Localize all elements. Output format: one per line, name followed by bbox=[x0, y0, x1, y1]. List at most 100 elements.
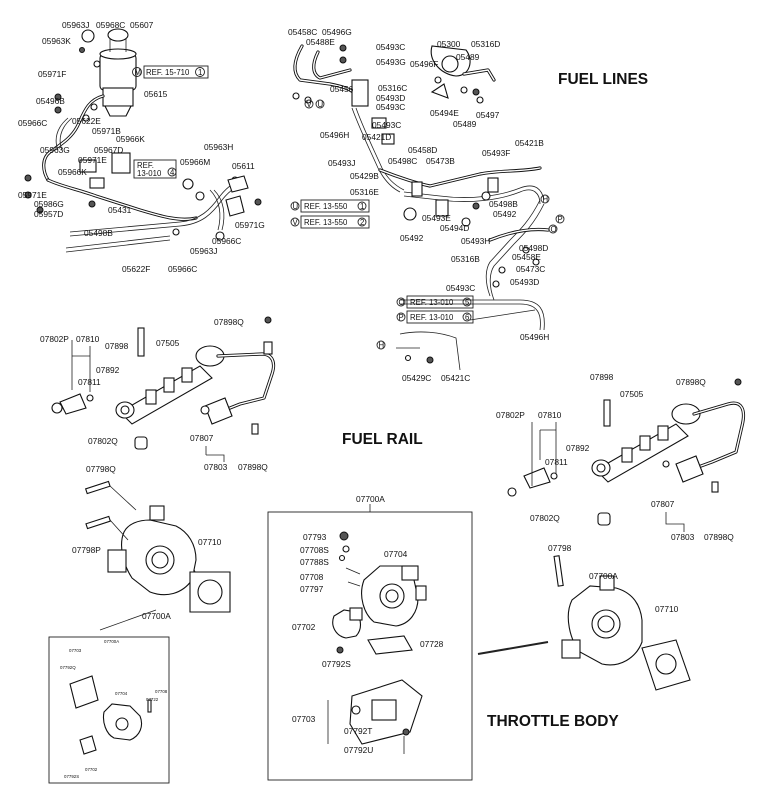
part-label: 05493H bbox=[461, 236, 490, 246]
throttle-inset-box: 07700A 07703 07792Q 07704 07708 07722 07… bbox=[48, 636, 170, 784]
part-label: 07792T bbox=[344, 726, 372, 736]
part-label: 05489 bbox=[453, 119, 477, 129]
part-label: 05496F bbox=[410, 59, 438, 69]
ref-marker-m: M bbox=[135, 68, 142, 77]
part-label: 07802P bbox=[496, 410, 525, 420]
ref-13-010-5-text: REF. 13-010 bbox=[410, 298, 454, 307]
part-label: 05498C bbox=[388, 156, 417, 166]
part-label: 07898Q bbox=[676, 377, 706, 387]
part-label: 05971E bbox=[78, 155, 107, 165]
part-label: 05493C bbox=[446, 283, 475, 293]
part-label: 05963H bbox=[204, 142, 233, 152]
part-label: 05421D bbox=[362, 132, 391, 142]
part-label: 07700A bbox=[142, 611, 171, 621]
part-label: 05968C bbox=[96, 20, 125, 30]
ref-13-010-4-line1: REF. bbox=[137, 161, 154, 170]
part-label: 05622E bbox=[72, 116, 101, 126]
part-label: 05421B bbox=[515, 138, 544, 148]
throttle-body-left-labels: 07798Q 07798P 07710 07700A bbox=[72, 464, 222, 631]
ref-13-550-1-circle: 1 bbox=[360, 202, 364, 211]
part-label: 07704 bbox=[115, 691, 128, 696]
part-label: 07810 bbox=[538, 410, 562, 420]
part-label: 05611 bbox=[232, 161, 255, 171]
part-label: 07505 bbox=[156, 338, 180, 348]
part-label: 05498B bbox=[84, 228, 113, 238]
fuel-lines-right-labels: 05458C 05496G 05488E 05493C 05493G 05300… bbox=[288, 27, 549, 383]
part-label: 05497 bbox=[476, 110, 500, 120]
ref-15-710-callout: M REF. 15-710 1 bbox=[132, 65, 209, 79]
part-label: 07700A bbox=[356, 494, 385, 504]
ref-13-010-6-text: REF. 13-010 bbox=[410, 313, 454, 322]
fuel-lines-right-drawing bbox=[292, 44, 550, 371]
part-label: 05429B bbox=[350, 171, 379, 181]
part-label: 05493J bbox=[328, 158, 355, 168]
ref-13-550-2-text: REF. 13-550 bbox=[304, 218, 348, 227]
part-label: 07892 bbox=[566, 443, 590, 453]
part-label: 05488E bbox=[306, 37, 335, 47]
part-label: 05963J bbox=[190, 246, 217, 256]
part-label: 07704 bbox=[384, 549, 408, 559]
fuel-rail-right-labels: 07898 07505 07898Q 07802P 07810 07892 07… bbox=[496, 372, 734, 542]
part-label: 05456 bbox=[330, 84, 354, 94]
throttle-body-right-drawing bbox=[553, 555, 691, 691]
part-label: 07728 bbox=[420, 639, 444, 649]
part-label: 05458D bbox=[408, 145, 437, 155]
part-label: 05489 bbox=[456, 52, 480, 62]
part-label: 05458C bbox=[288, 27, 317, 37]
part-label: 07505 bbox=[620, 389, 644, 399]
part-label: 05493G bbox=[376, 57, 406, 67]
part-label: 05496B bbox=[36, 96, 65, 106]
fuel-lines-left-labels: 05963J 05968C 05607 05963K 05971F 05615 … bbox=[18, 20, 265, 274]
ref-15-710-text: REF. 15-710 bbox=[146, 68, 190, 77]
part-label: 07892 bbox=[96, 365, 120, 375]
part-label: 07807 bbox=[190, 433, 214, 443]
marker-o: O bbox=[551, 225, 557, 234]
part-label: 07708S bbox=[300, 545, 329, 555]
part-label: 05986G bbox=[34, 199, 64, 209]
part-label: 05966K bbox=[116, 134, 145, 144]
part-label: 07792U bbox=[344, 745, 373, 755]
part-label: 05498B bbox=[489, 199, 518, 209]
part-label: 05316E bbox=[350, 187, 379, 197]
part-label: 07708 bbox=[300, 572, 324, 582]
part-label: 07788S bbox=[300, 557, 329, 567]
ref-13-010-5-circle: 5 bbox=[465, 298, 470, 307]
part-label: 05492 bbox=[493, 209, 517, 219]
part-label: 07792S bbox=[64, 774, 79, 779]
part-label: 05493D bbox=[376, 93, 405, 103]
part-label: 07803 bbox=[671, 532, 695, 542]
part-label: 05431 bbox=[108, 205, 132, 215]
part-label: 07722 bbox=[146, 697, 159, 702]
part-label: 07807 bbox=[651, 499, 675, 509]
part-label: 07700A bbox=[104, 639, 119, 644]
part-label: 07811 bbox=[78, 377, 101, 387]
ref-marker-u: U bbox=[293, 202, 299, 211]
ref-13-010-4-line2: 13-010 bbox=[137, 169, 162, 178]
part-label: 05966M bbox=[180, 157, 210, 167]
part-label: 05971E bbox=[18, 190, 47, 200]
marker-v: V bbox=[307, 100, 313, 109]
fuel-rail-left-labels: 07898Q 07802P 07810 07898 07505 07892 07… bbox=[40, 317, 268, 472]
part-label: 05971F bbox=[38, 69, 66, 79]
ref-13-010-6-circle: 6 bbox=[465, 313, 469, 322]
part-label: 05473B bbox=[426, 156, 455, 166]
part-label: 07898Q bbox=[214, 317, 244, 327]
part-label: 07802Q bbox=[88, 436, 118, 446]
ref-13-010-4-callout: REF. 13-010 4 bbox=[133, 159, 177, 179]
fuel-rail-left-drawing bbox=[51, 316, 276, 450]
ref-marker-p: P bbox=[399, 313, 404, 322]
part-label: 07898 bbox=[590, 372, 614, 382]
part-label: 05493C bbox=[376, 102, 405, 112]
part-label: 07703 bbox=[292, 714, 316, 724]
fuel-rail-right-drawing bbox=[507, 378, 746, 526]
ref-13-010-5-callout: O REF. 13-010 5 bbox=[396, 295, 474, 309]
part-label: 05615 bbox=[144, 89, 168, 99]
part-label: 05316C bbox=[378, 83, 407, 93]
fuel-rail-title: FUEL RAIL bbox=[342, 431, 423, 448]
part-label: 07898Q bbox=[238, 462, 268, 472]
part-label: 05967D bbox=[94, 145, 123, 155]
marker-h: H bbox=[379, 341, 385, 350]
ref-marker-v: V bbox=[293, 218, 299, 227]
part-label: 05493F bbox=[482, 148, 510, 158]
